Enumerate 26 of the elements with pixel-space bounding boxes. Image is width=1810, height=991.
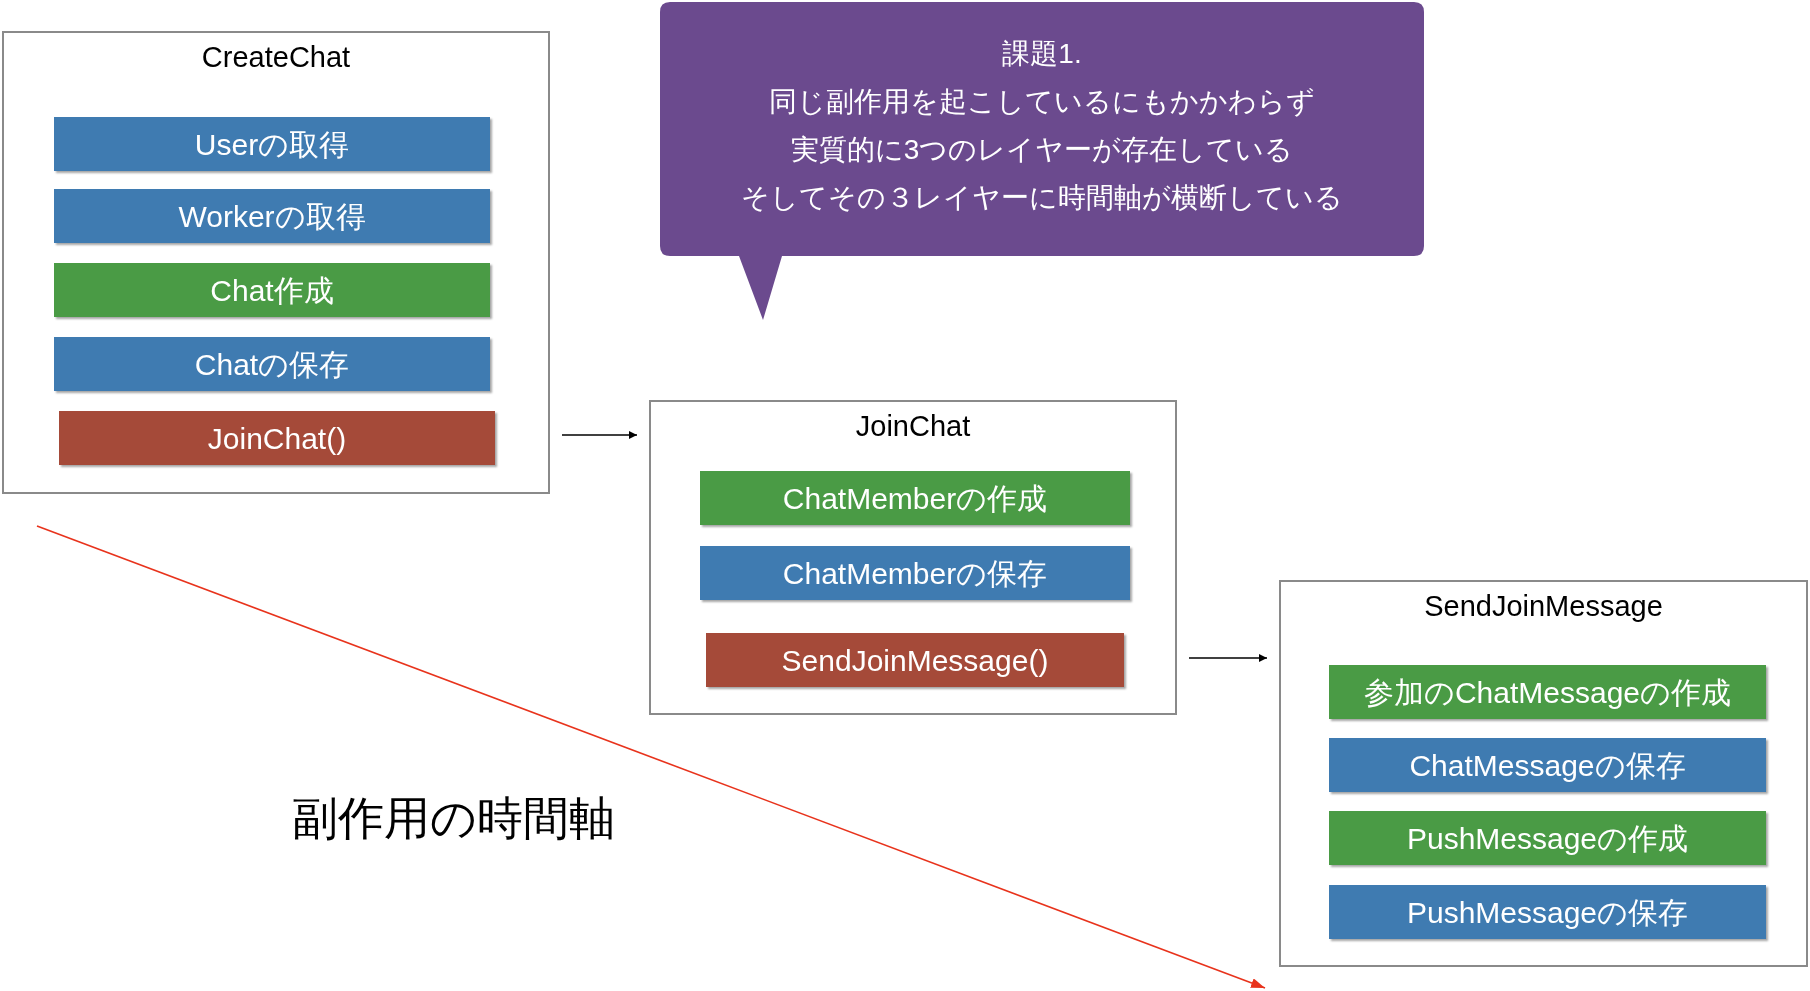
module-frame	[2, 31, 550, 494]
module-title: JoinChat	[854, 409, 972, 444]
step-bar: ChatMessageの保存	[1329, 738, 1766, 792]
step-bar: Workerの取得	[54, 189, 490, 243]
callout-text: 実質的に3つのレイヤーが存在している	[790, 133, 1294, 167]
step-bar: PushMessageの保存	[1329, 885, 1766, 939]
arrow	[1188, 654, 1268, 662]
arrow	[561, 431, 638, 439]
module-title: SendJoinMessage	[1423, 589, 1664, 624]
step-bar: PushMessageの作成	[1329, 811, 1766, 865]
module-frame	[1279, 580, 1808, 967]
step-bar: JoinChat()	[59, 411, 495, 465]
step-bar: 参加のChatMessageの作成	[1329, 665, 1766, 719]
callout-text: 同じ副作用を起こしているにもかかわらず	[769, 85, 1315, 119]
step-bar: ChatMemberの保存	[700, 546, 1130, 600]
callout-text: 課題1.	[1002, 37, 1082, 71]
callout-text: そしてその３レイヤーに時間軸が横断している	[741, 181, 1343, 215]
module-frame	[649, 400, 1177, 715]
step-bar: ChatMemberの作成	[700, 471, 1130, 525]
step-bar: SendJoinMessage()	[706, 633, 1124, 687]
speech-bubble	[660, 2, 1424, 320]
axis-label: 副作用の時間軸	[292, 791, 615, 846]
step-bar: Userの取得	[54, 117, 490, 171]
step-bar: Chat作成	[54, 263, 490, 317]
module-title: CreateChat	[200, 40, 352, 75]
step-bar: Chatの保存	[54, 337, 490, 391]
